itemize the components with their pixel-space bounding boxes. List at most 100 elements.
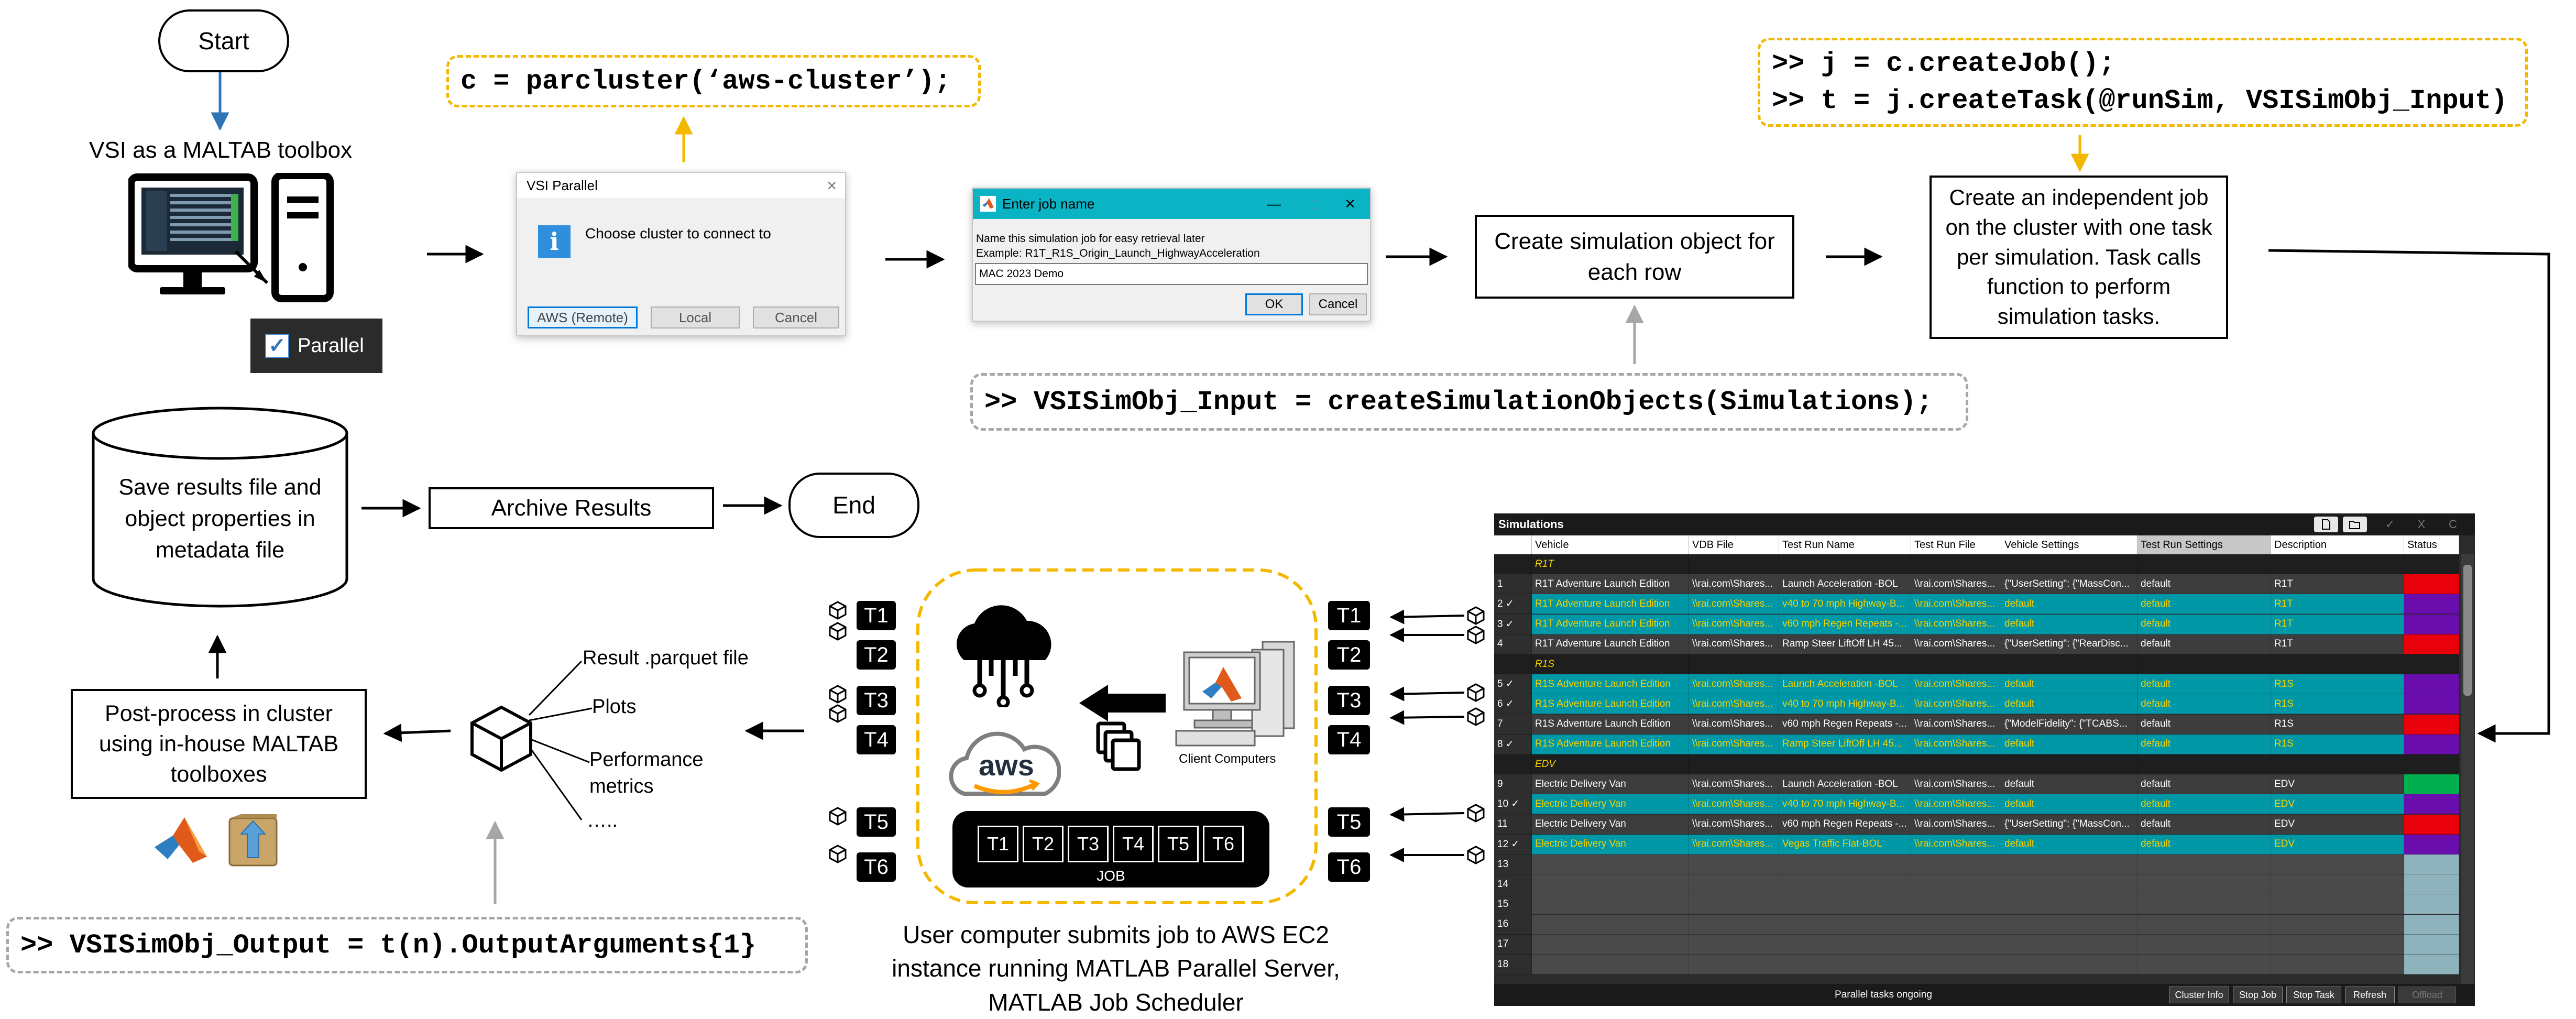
status-cell <box>2404 874 2459 895</box>
open-folder-icon[interactable] <box>2343 517 2367 532</box>
row-index-cell: 10 ✓ <box>1494 794 1532 815</box>
table-row[interactable]: 16 <box>1494 914 2459 935</box>
toolbar-x-button[interactable]: X <box>2417 518 2426 531</box>
task-cube-icon <box>829 601 847 622</box>
local-button[interactable]: Local <box>651 306 740 328</box>
task-cube-icon <box>1467 707 1485 729</box>
cube-icon <box>829 685 847 704</box>
table-cell <box>2001 554 2137 574</box>
cancel-button[interactable]: Cancel <box>1309 293 1367 315</box>
task-cube-icon <box>829 845 847 866</box>
document-icon[interactable] <box>2314 517 2338 532</box>
table-cell <box>1689 654 1779 674</box>
table-cell <box>2001 654 2137 674</box>
refresh-button[interactable]: Refresh <box>2345 987 2395 1003</box>
table-cell: \\rai.com\Shares... <box>1911 594 2001 615</box>
status-cell <box>2404 714 2459 735</box>
table-row[interactable]: 10 ✓Electric Delivery Van\\rai.com\Share… <box>1494 794 2459 815</box>
arrow-table-to-t5 <box>1389 807 1465 822</box>
parallel-checkbox[interactable]: ✓ Parallel <box>250 319 382 373</box>
task-badge-left: T1 <box>857 601 896 630</box>
status-cell <box>2404 594 2459 615</box>
aws-remote-button[interactable]: AWS (Remote) <box>528 306 638 328</box>
create-sim-object-box: Create simulation object for each row <box>1475 215 1794 299</box>
task-cube-icon <box>1467 804 1485 825</box>
column-header[interactable] <box>1494 535 1532 554</box>
column-header[interactable]: Test Run Name <box>1779 535 1911 554</box>
table-row[interactable]: 18 <box>1494 955 2459 974</box>
table-row[interactable]: 8 ✓R1S Adventure Launch Edition\\rai.com… <box>1494 734 2459 754</box>
row-index-cell: 5 ✓ <box>1494 674 1532 695</box>
table-cell: default <box>2001 734 2137 754</box>
table-cell <box>2271 854 2404 874</box>
column-header[interactable]: Test Run Settings <box>2137 535 2271 554</box>
column-header[interactable]: Test Run File <box>1911 535 2001 554</box>
table-cell <box>1689 854 1779 874</box>
cube-icon <box>1467 707 1485 726</box>
table-cell: \\rai.com\Shares... <box>1911 774 2001 795</box>
table-cell: v60 mph Regen Repeats -... <box>1779 714 1911 735</box>
close-icon[interactable]: × <box>827 176 837 195</box>
group-row[interactable]: R1S <box>1494 654 2459 674</box>
job-name-input[interactable]: MAC 2023 Demo <box>975 263 1368 285</box>
column-header[interactable]: Vehicle Settings <box>2001 535 2137 554</box>
table-row[interactable]: 13 <box>1494 854 2459 874</box>
ok-button[interactable]: OK <box>1245 293 1303 315</box>
table-cell: \\rai.com\Shares... <box>1689 674 1779 695</box>
offload-button[interactable]: Offload <box>2398 987 2456 1003</box>
cancel-button[interactable]: Cancel <box>753 306 839 328</box>
task-badge-right: T2 <box>1328 640 1370 670</box>
table-cell: \\rai.com\Shares... <box>1911 694 2001 715</box>
column-header[interactable]: Description <box>2271 535 2404 554</box>
task-badge-right: T5 <box>1328 807 1370 837</box>
table-cell <box>2137 955 2271 974</box>
task-cube-icon <box>1467 606 1485 628</box>
table-cell <box>1689 874 1779 895</box>
toolbar-c-button[interactable]: C <box>2449 518 2457 531</box>
stop-job-button[interactable]: Stop Job <box>2233 987 2283 1003</box>
table-cell <box>1532 955 1689 974</box>
column-header[interactable]: Vehicle <box>1532 535 1689 554</box>
table-row[interactable]: 12 ✓Electric Delivery Van\\rai.com\Share… <box>1494 834 2459 854</box>
toolbox-package-icon <box>228 814 278 867</box>
table-cell: \\rai.com\Shares... <box>1689 574 1779 595</box>
table-cell: default <box>2137 734 2271 754</box>
table-row[interactable]: 17 <box>1494 934 2459 955</box>
cluster-info-button[interactable]: Cluster Info <box>2169 987 2229 1003</box>
table-row[interactable]: 15 <box>1494 894 2459 915</box>
create-job-code: >> j = c.createJob(); >> t = j.createTas… <box>1758 38 2528 127</box>
toolbar-check-button[interactable]: ✓ <box>2385 518 2395 531</box>
close-icon[interactable]: × <box>1345 193 1355 214</box>
column-header[interactable]: VDB File <box>1689 535 1779 554</box>
scrollbar-thumb[interactable] <box>2463 565 2472 696</box>
table-row[interactable]: 14 <box>1494 874 2459 895</box>
group-row[interactable]: EDV <box>1494 754 2459 774</box>
table-cell: Electric Delivery Van <box>1532 794 1689 815</box>
table-row[interactable]: 6 ✓R1S Adventure Launch Edition\\rai.com… <box>1494 694 2459 715</box>
vertical-scrollbar[interactable] <box>2461 554 2474 984</box>
cube-icon <box>829 622 847 641</box>
table-cell: Electric Delivery Van <box>1532 774 1689 795</box>
table-cell: {"ModelFidelity": {"TCABS... <box>2001 714 2137 735</box>
table-cell: \\rai.com\Shares... <box>1911 674 2001 695</box>
row-index-cell: 6 ✓ <box>1494 694 1532 715</box>
row-index-cell: 4 <box>1494 634 1532 654</box>
minimize-icon[interactable]: — <box>1267 195 1281 212</box>
table-cell: R1S <box>2271 674 2404 695</box>
table-cell: R1S Adventure Launch Edition <box>1532 714 1689 735</box>
table-row[interactable]: 2 ✓R1T Adventure Launch Edition\\rai.com… <box>1494 594 2459 615</box>
group-row[interactable]: R1T <box>1494 554 2459 574</box>
status-cell <box>2404 774 2459 795</box>
stop-task-button[interactable]: Stop Task <box>2286 987 2341 1003</box>
column-header[interactable]: Status <box>2404 535 2459 554</box>
job-task-cell: T1 <box>978 826 1018 862</box>
table-row[interactable]: 5 ✓R1S Adventure Launch Edition\\rai.com… <box>1494 674 2459 695</box>
table-row[interactable]: 3 ✓R1T Adventure Launch Edition\\rai.com… <box>1494 614 2459 634</box>
maximize-icon[interactable]: □ <box>1309 195 1318 212</box>
table-cell: R1S <box>1532 654 1689 674</box>
